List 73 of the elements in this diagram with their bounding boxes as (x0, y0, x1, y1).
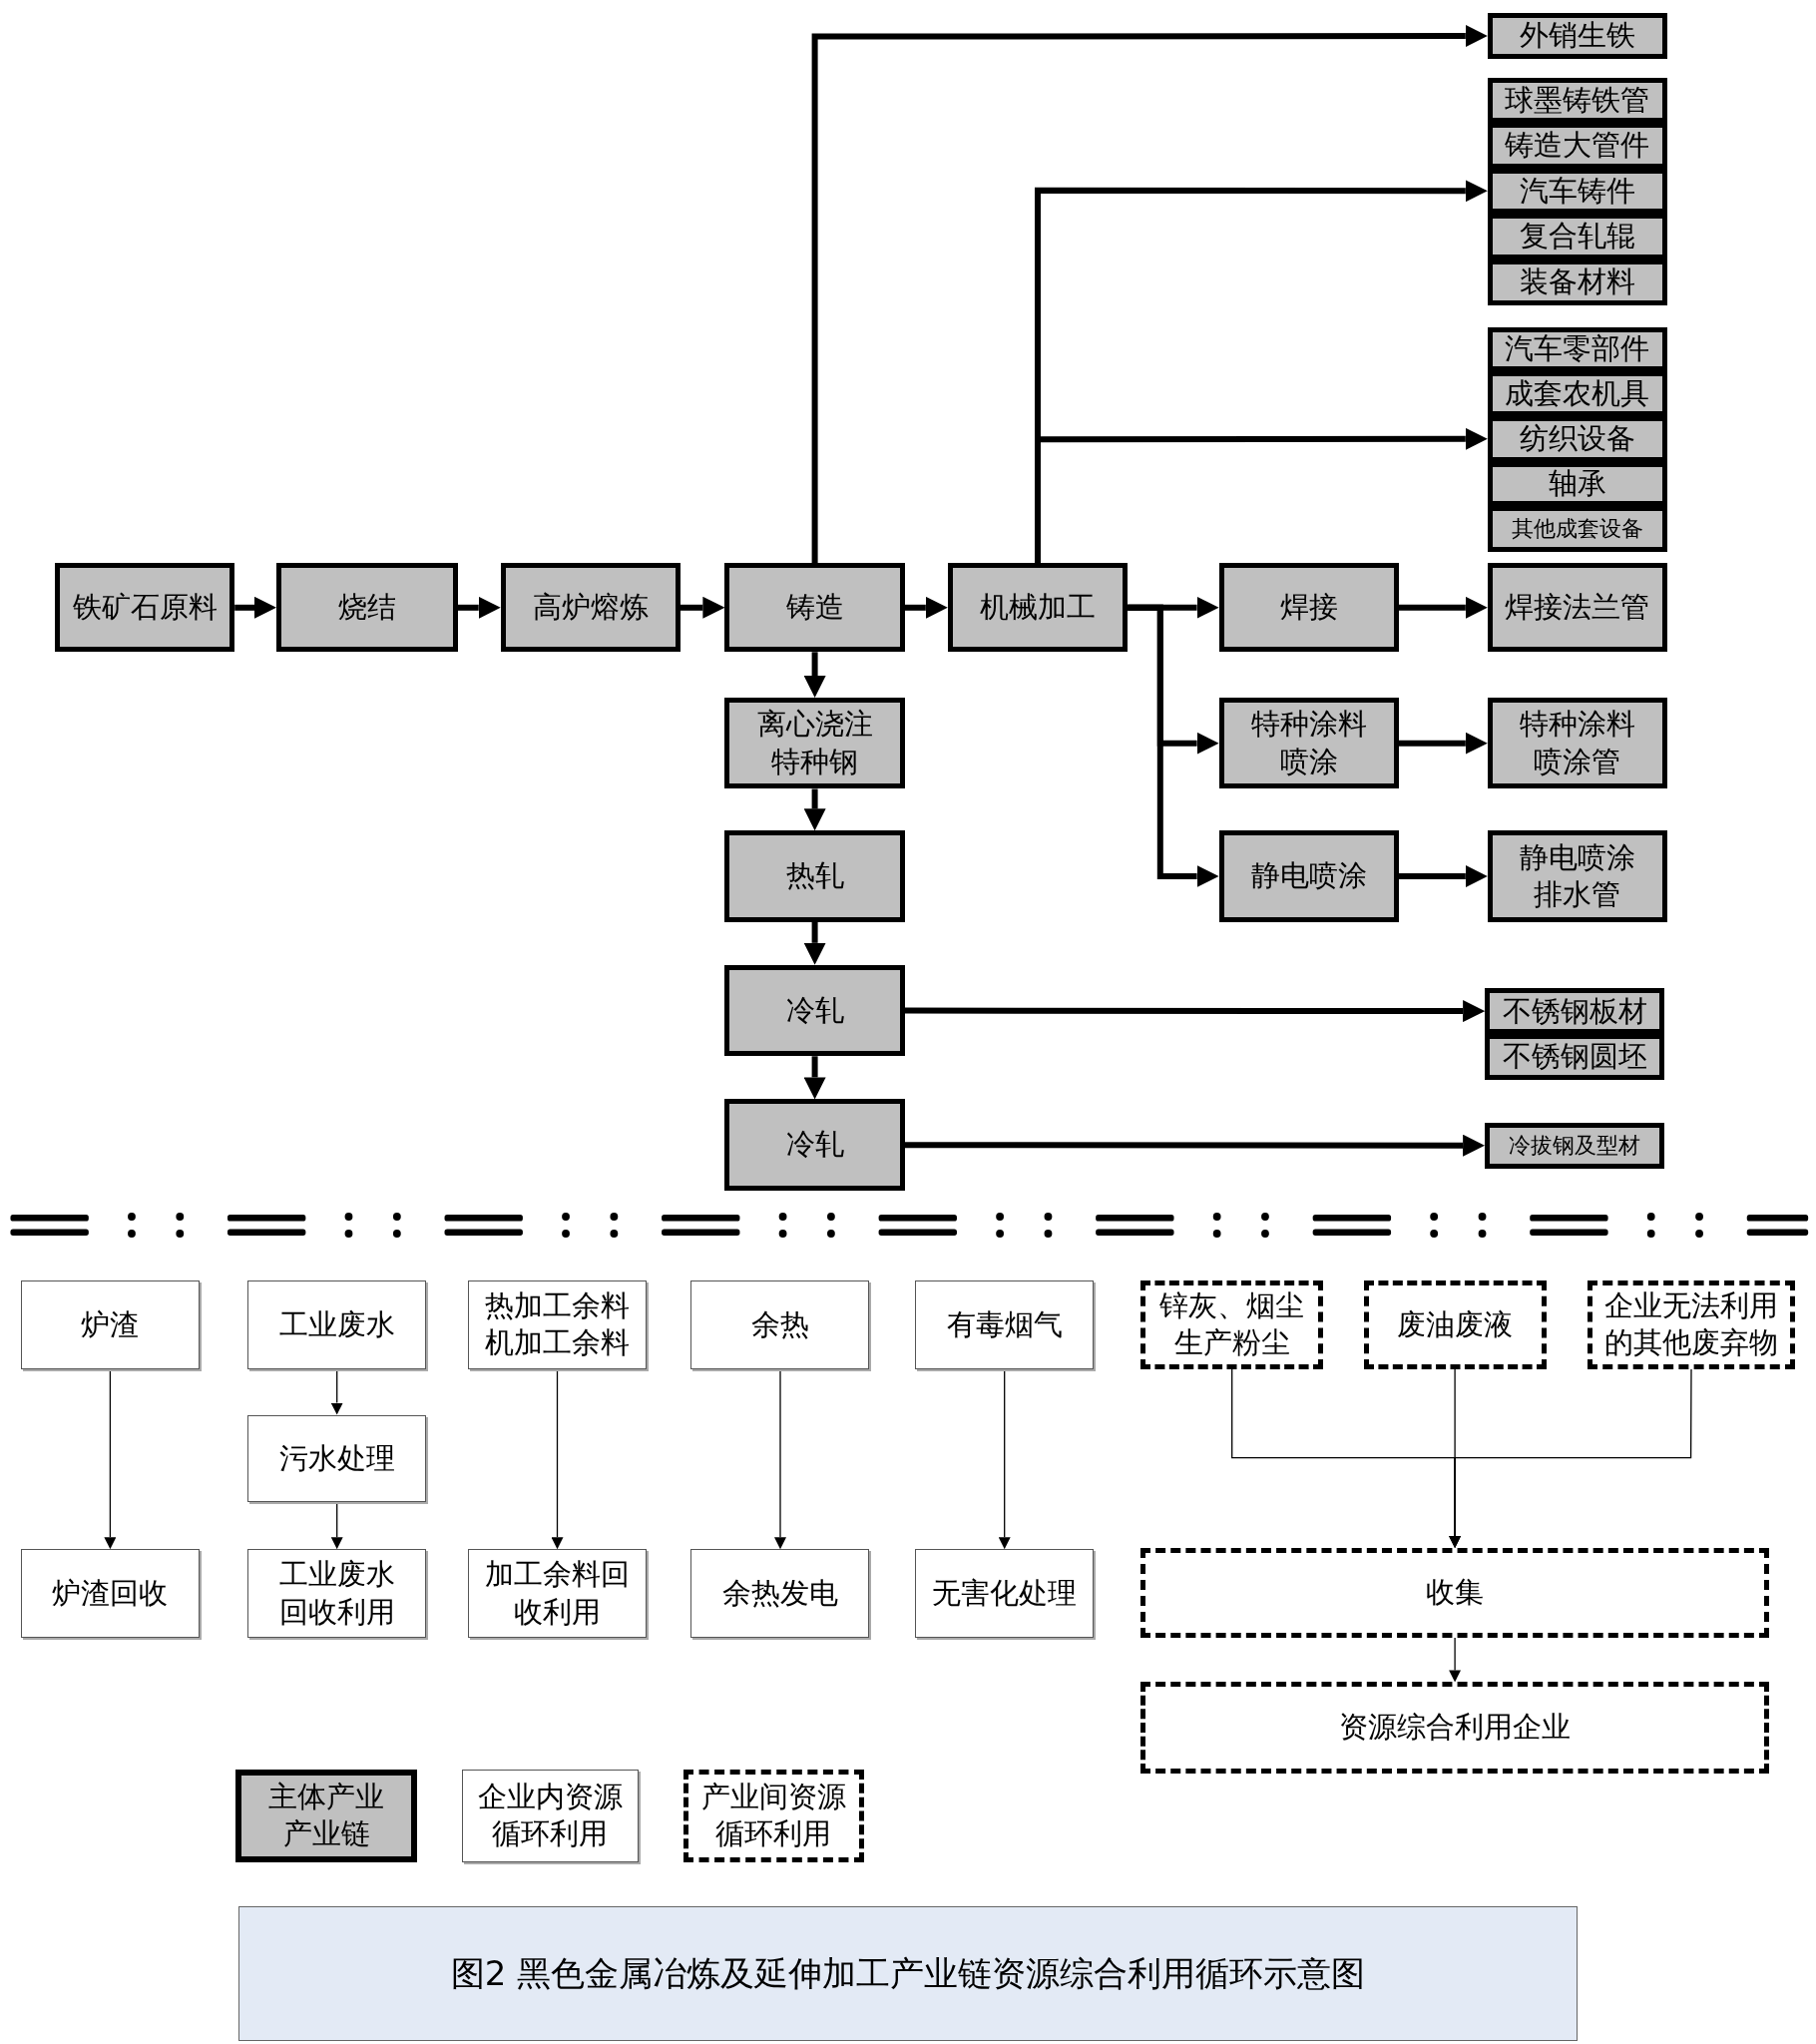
arrow (551, 1368, 564, 1550)
process-box: 工业废水回收利用 (247, 1549, 427, 1638)
process-box: 冷轧 (724, 1099, 905, 1191)
process-box: 炉渣回收 (20, 1549, 200, 1638)
dashed-process-box: 资源综合利用企业 (1140, 1682, 1769, 1774)
process-box: 余热 (690, 1280, 870, 1369)
process-box: 特种涂料喷涂管 (1487, 698, 1668, 789)
arrow (998, 1368, 1011, 1550)
process-box: 静电喷涂 (1218, 830, 1399, 922)
arrow (1449, 1368, 1692, 1548)
process-box: 铸造 (724, 563, 905, 653)
arrow (234, 596, 276, 619)
process-box: 冷轧 (724, 964, 905, 1057)
arrow (904, 1000, 1486, 1023)
process-box: 热轧 (724, 830, 905, 922)
arrow (803, 652, 826, 698)
process-box: 特种涂料喷涂 (1218, 698, 1399, 789)
arrow (330, 1368, 343, 1415)
process-box: 外销生铁 (1487, 13, 1668, 59)
process-box: 其他成套设备 (1487, 505, 1668, 552)
arrow (774, 1368, 786, 1550)
arrow (1128, 604, 1219, 887)
dashed-process-box: 企业无法利用的其他废弃物 (1588, 1280, 1796, 1369)
dashed-process-box: 废油废液 (1363, 1280, 1547, 1369)
process-box: 无害化处理 (915, 1549, 1095, 1638)
process-box: 汽车铸件 (1487, 168, 1668, 215)
caption-banner: 图2 黑色金属冶炼及延伸加工产业链资源综合利用循环示意图 (238, 1906, 1578, 2041)
dashed-process-box: 锌灰、烟尘生产粉尘 (1140, 1280, 1324, 1369)
process-box: 冷拔钢及型材 (1485, 1122, 1665, 1169)
process-box: 静电喷涂排水管 (1487, 830, 1668, 922)
process-box: 汽车零部件 (1487, 326, 1668, 372)
process-box: 有毒烟气 (915, 1280, 1095, 1369)
arrow (904, 1134, 1486, 1157)
arrow (1398, 732, 1488, 755)
process-box: 复合轧辊 (1487, 214, 1668, 259)
arrow (104, 1368, 117, 1550)
process-box: 污水处理 (247, 1414, 427, 1503)
legend-key: 主体产业产业链 (235, 1769, 418, 1862)
arrow (1398, 865, 1488, 887)
process-box: 炉渣 (20, 1280, 200, 1369)
process-box: 装备材料 (1487, 259, 1668, 305)
arrow (803, 921, 826, 965)
process-box: 加工余料回收利用 (468, 1549, 647, 1638)
arrow (681, 596, 725, 619)
process-box: 机械加工 (947, 563, 1129, 653)
process-box: 焊接 (1218, 563, 1399, 653)
process-box: 烧结 (276, 563, 458, 653)
arrow (1449, 1637, 1462, 1683)
process-box: 工业废水 (247, 1280, 427, 1369)
process-box: 铸造大管件 (1487, 122, 1668, 169)
legend-key: 企业内资源循环利用 (461, 1769, 640, 1862)
process-box: 纺织设备 (1487, 415, 1668, 462)
process-box: 焊接法兰管 (1487, 563, 1668, 653)
arrow (1398, 596, 1488, 619)
process-box: 铁矿石原料 (54, 563, 235, 653)
arrow (1035, 427, 1488, 564)
process-box: 离心浇注特种钢 (724, 698, 905, 789)
arrow (904, 596, 948, 619)
process-box: 高炉熔炼 (500, 563, 681, 653)
arrow (330, 1501, 343, 1550)
process-box: 成套农机具 (1487, 371, 1668, 416)
process-box: 热加工余料机加工余料 (468, 1280, 647, 1369)
process-box: 不锈钢板材 (1485, 988, 1665, 1035)
process-box: 轴承 (1487, 461, 1668, 506)
legend-key: 产业间资源循环利用 (682, 1769, 865, 1862)
arrow (803, 788, 826, 831)
arrow (811, 25, 1488, 564)
arrow (457, 596, 501, 619)
process-box: 不锈钢圆坯 (1485, 1034, 1665, 1080)
dashed-process-box: 收集 (1140, 1547, 1769, 1638)
arrow (803, 1056, 826, 1100)
process-box: 球墨铸铁管 (1487, 78, 1668, 123)
process-box: 余热发电 (690, 1549, 870, 1638)
